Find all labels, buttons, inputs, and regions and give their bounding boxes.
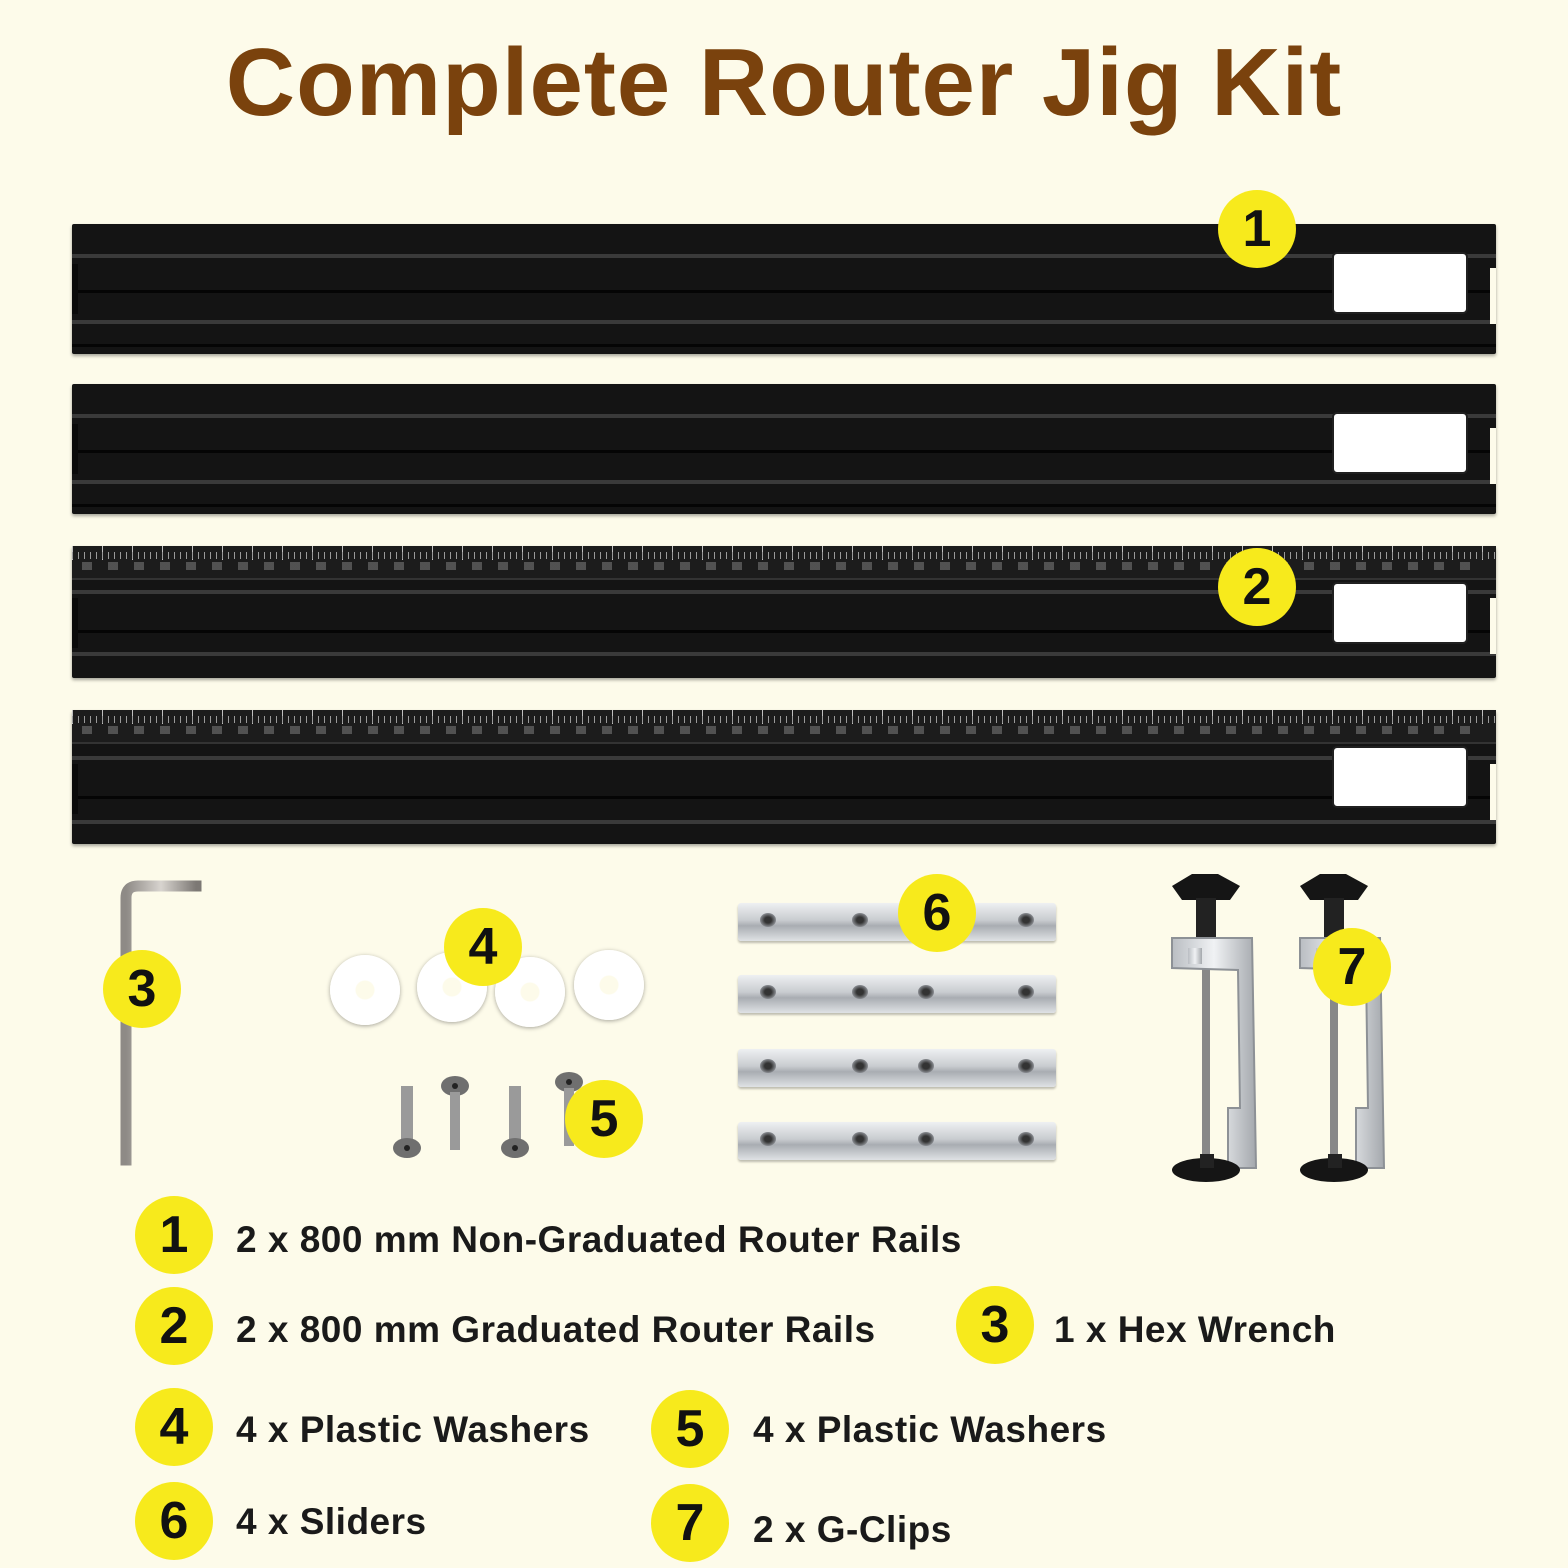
- rail-groove: [72, 414, 1496, 418]
- callout-badge-3: 3: [103, 950, 181, 1028]
- rail-end: [72, 598, 78, 648]
- screw-icon: [393, 1086, 421, 1158]
- slider-hole: [852, 1059, 868, 1073]
- aluminum-slider: [738, 1122, 1056, 1160]
- rail-slot-window: [1332, 252, 1468, 314]
- slider-hole: [852, 1132, 868, 1146]
- slider-hole: [760, 913, 776, 927]
- callout-badge-6: 6: [898, 874, 976, 952]
- legend-item-3: 1 x Hex Wrench: [1054, 1309, 1336, 1350]
- legend-item-5: 4 x Plastic Washers: [753, 1409, 1107, 1450]
- plastic-washer: [330, 955, 400, 1025]
- rail-groove: [72, 796, 1496, 799]
- callout-badge-5: 5: [565, 1080, 643, 1158]
- callout-badge-7: 7: [1313, 928, 1391, 1006]
- rail-groove: [72, 820, 1496, 824]
- legend-badge-5: 5: [651, 1390, 729, 1468]
- legend-item-1: 2 x 800 mm Non-Graduated Router Rails: [236, 1219, 962, 1260]
- rail-groove: [72, 630, 1496, 633]
- rail-end: [72, 264, 78, 314]
- aluminum-slider: [738, 1049, 1056, 1087]
- rail-end: [72, 764, 78, 814]
- slider-hole: [918, 1132, 934, 1146]
- slider-hole: [852, 985, 868, 999]
- rail-slot-window: [1332, 582, 1468, 644]
- rail-groove: [72, 254, 1496, 258]
- legend-badge-1: 1: [135, 1196, 213, 1274]
- legend-item-4: 4 x Plastic Washers: [236, 1409, 590, 1450]
- rail-end: [72, 424, 78, 474]
- screw-icon: [441, 1076, 469, 1150]
- callout-badge-4: 4: [444, 908, 522, 986]
- legend-item-6: 4 x Sliders: [236, 1501, 427, 1542]
- hex-wrench-icon: [120, 880, 202, 1166]
- rail-groove: [72, 756, 1496, 760]
- slider-hole: [1018, 1132, 1034, 1146]
- slider-hole: [760, 1132, 776, 1146]
- rail-groove: [72, 320, 1496, 324]
- slider-hole: [1018, 985, 1034, 999]
- slider-hole: [852, 913, 868, 927]
- slider-hole: [1018, 1059, 1034, 1073]
- rail-groove: [72, 344, 1496, 347]
- rail-groove: [72, 652, 1496, 656]
- rail-slot-window: [1332, 746, 1468, 808]
- rail-notch: [1490, 268, 1496, 324]
- legend-item-2: 2 x 800 mm Graduated Router Rails: [236, 1309, 876, 1350]
- router-rail-graduated-2: [72, 710, 1496, 844]
- rail-notch: [1490, 764, 1496, 820]
- legend-badge-2: 2: [135, 1287, 213, 1365]
- slider-hole: [760, 985, 776, 999]
- slider-hole: [760, 1059, 776, 1073]
- slider-hole: [918, 985, 934, 999]
- legend-badge-7: 7: [651, 1484, 729, 1562]
- rail-groove: [72, 480, 1496, 484]
- rail-notch: [1490, 598, 1496, 654]
- page-title: Complete Router Jig Kit: [225, 29, 1343, 136]
- slider-hole: [1018, 913, 1034, 927]
- legend-item-7: 2 x G-Clips: [753, 1509, 952, 1550]
- rail-groove: [72, 290, 1496, 293]
- plastic-washer: [574, 950, 644, 1020]
- rail-groove: [72, 504, 1496, 507]
- rail-groove: [72, 590, 1496, 594]
- measurement-scale: [72, 710, 1496, 744]
- slider-hole: [918, 1059, 934, 1073]
- legend-badge-3: 3: [956, 1286, 1034, 1364]
- screw-icon: [501, 1086, 529, 1158]
- rail-notch: [1490, 428, 1496, 484]
- router-rail-non-graduated-2: [72, 384, 1496, 514]
- legend-badge-6: 6: [135, 1482, 213, 1560]
- aluminum-slider: [738, 975, 1056, 1013]
- legend-badge-4: 4: [135, 1388, 213, 1466]
- aluminum-slider: [738, 903, 1056, 941]
- rail-groove: [72, 450, 1496, 453]
- rail-slot-window: [1332, 412, 1468, 474]
- callout-badge-2: 2: [1218, 548, 1296, 626]
- g-clip-icon: [1171, 874, 1258, 1182]
- callout-badge-1: 1: [1218, 190, 1296, 268]
- g-clip-icon: [1299, 874, 1386, 1182]
